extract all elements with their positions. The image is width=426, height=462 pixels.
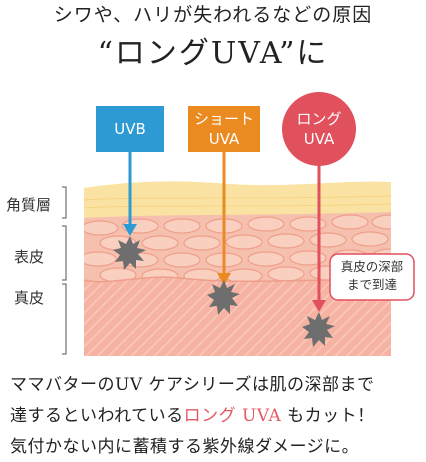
layer-label-epidermis: 表皮 [14, 248, 45, 266]
long-uva-label-line2: UVA [303, 130, 335, 148]
body-line3: 気付かない内に蓄積する紫外線ダメージに。 [10, 437, 360, 457]
body-line2-suffix: もカット！ [281, 406, 375, 426]
body-line1: ママバターのUV ケアシリーズは肌の深部まで [10, 375, 375, 395]
damage-burst-epidermis [113, 236, 146, 270]
heading-line1: シワや、ハリが失われるなどの原因 [53, 4, 373, 26]
short-uva-label-line1: ショート [193, 110, 254, 128]
long-uva-label-circle: ロング UVA [282, 92, 356, 166]
callout-text: 真皮の深部 まで到達 [330, 258, 414, 294]
callout-line2: まで到達 [346, 277, 397, 292]
stratum-layer [84, 181, 391, 220]
damage-bursts [113, 236, 335, 347]
uvb-label-box: UVB [96, 106, 164, 152]
body-line2-highlight: ロング UVA [183, 406, 282, 426]
callout-line1: 真皮の深部 [340, 259, 404, 274]
heading-line2: “ロングUVA”に [97, 36, 329, 71]
damage-burst-deep-dermis [302, 312, 335, 347]
layer-label-dermis: 真皮 [14, 289, 45, 307]
callout-box [329, 253, 415, 301]
body-line2-prefix: 達するといわれている [10, 406, 184, 426]
layer-label-stratum: 角質層 [6, 196, 52, 214]
long-uva-label-line1: ロング [296, 110, 342, 128]
short-uva-label-line2: UVA [208, 130, 240, 148]
short-uva-label-box: ショート UVA [188, 106, 260, 152]
layer-brackets [62, 186, 67, 355]
damage-burst-upper-dermis [207, 280, 240, 315]
uvb-label: UVB [114, 120, 146, 138]
body-line2: 達するといわれているロング UVA もカット！ [10, 401, 420, 426]
